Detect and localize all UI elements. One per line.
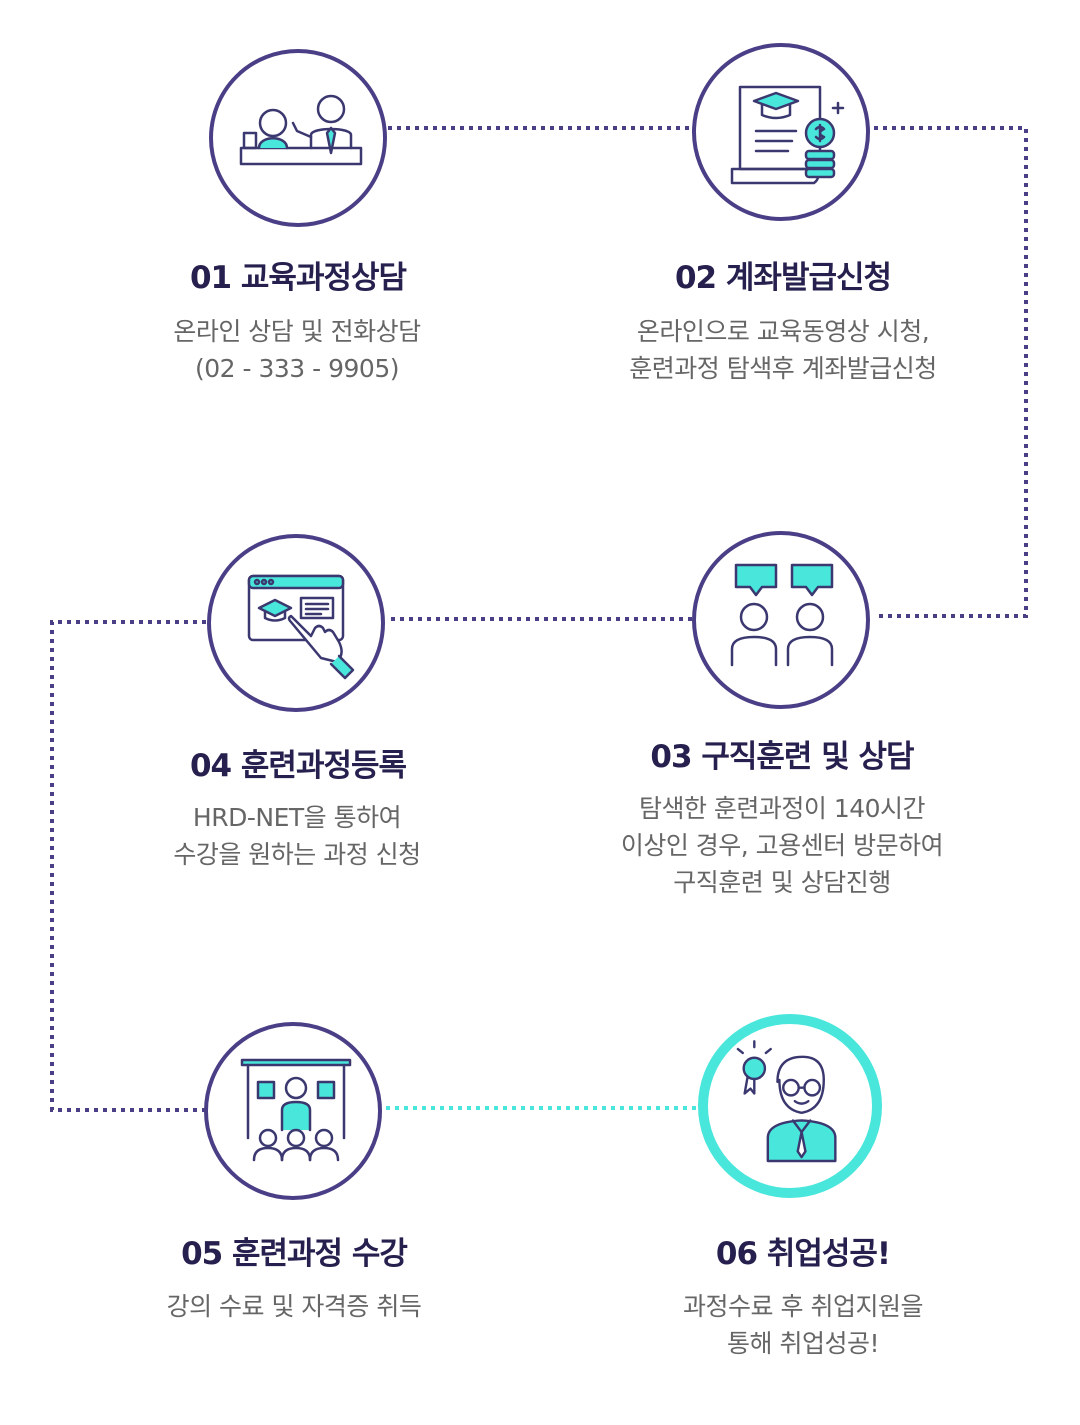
connector-02-03 xyxy=(874,126,1028,618)
step-05-circle xyxy=(204,1022,382,1200)
step-02-desc-line-2: 훈련과정 탐색후 계좌발급신청 xyxy=(629,354,937,383)
step-06-title: 06 취업성공! xyxy=(715,1236,891,1272)
step-03-desc-line-2: 이상인 경우, 고용센터 방문하여 xyxy=(620,831,944,860)
step-04-desc-line-2: 수강을 원하는 과정 신청 xyxy=(173,840,421,869)
step-02-desc-line-1: 온라인으로 교육동영상 시청, xyxy=(636,317,930,346)
step-02-description: 온라인으로 교육동영상 시청, 훈련과정 탐색후 계좌발급신청 xyxy=(553,313,1013,387)
step-04-circle xyxy=(207,534,385,712)
employed-person-icon xyxy=(736,1040,837,1163)
step-01-description: 온라인 상담 및 전화상담 (02 - 333 - 9905) xyxy=(67,313,527,387)
step-04-title: 04 훈련과정등록 xyxy=(189,748,407,784)
step-03-description: 탐색한 훈련과정이 140시간 이상인 경우, 고용센터 방문하여 구직훈련 및… xyxy=(552,790,1012,901)
step-05-desc-line-1: 강의 수료 및 자격증 취득 xyxy=(166,1292,422,1321)
step-01-desc-line-2: (02 - 333 - 9905) xyxy=(195,354,400,383)
step-01-desc-line-1: 온라인 상담 및 전화상담 xyxy=(173,317,421,346)
certificate-coin-icon xyxy=(730,85,845,185)
step-01-circle xyxy=(209,49,387,227)
step-01-title: 01 교육과정상담 xyxy=(189,260,407,296)
online-course-icon xyxy=(247,574,355,680)
consultation-icon xyxy=(239,94,363,166)
step-03-title: 03 구직훈련 및 상담 xyxy=(650,739,914,775)
step-02-circle xyxy=(692,43,870,221)
step-06-circle xyxy=(698,1014,882,1198)
step-05-title: 05 훈련과정 수강 xyxy=(181,1236,408,1272)
step-03-desc-line-3: 구직훈련 및 상담진행 xyxy=(673,868,891,897)
step-05-description: 강의 수료 및 자격증 취득 xyxy=(64,1288,524,1325)
classroom-icon xyxy=(240,1058,352,1162)
step-06-desc-line-1: 과정수료 후 취업지원을 xyxy=(683,1292,923,1321)
connector-04-05 xyxy=(50,620,206,1112)
step-06-description: 과정수료 후 취업지원을 통해 취업성공! xyxy=(573,1288,1033,1362)
chat-people-icon xyxy=(730,563,834,667)
step-03-desc-line-1: 탐색한 훈련과정이 140시간 xyxy=(638,794,926,823)
step-04-desc-line-1: HRD-NET을 통하여 xyxy=(192,803,402,832)
step-04-description: HRD-NET을 통하여 수강을 원하는 과정 신청 xyxy=(67,799,527,873)
step-03-circle xyxy=(692,531,870,709)
step-02-title: 02 계좌발급신청 xyxy=(674,260,892,296)
step-06-desc-line-2: 통해 취업성공! xyxy=(727,1329,879,1358)
